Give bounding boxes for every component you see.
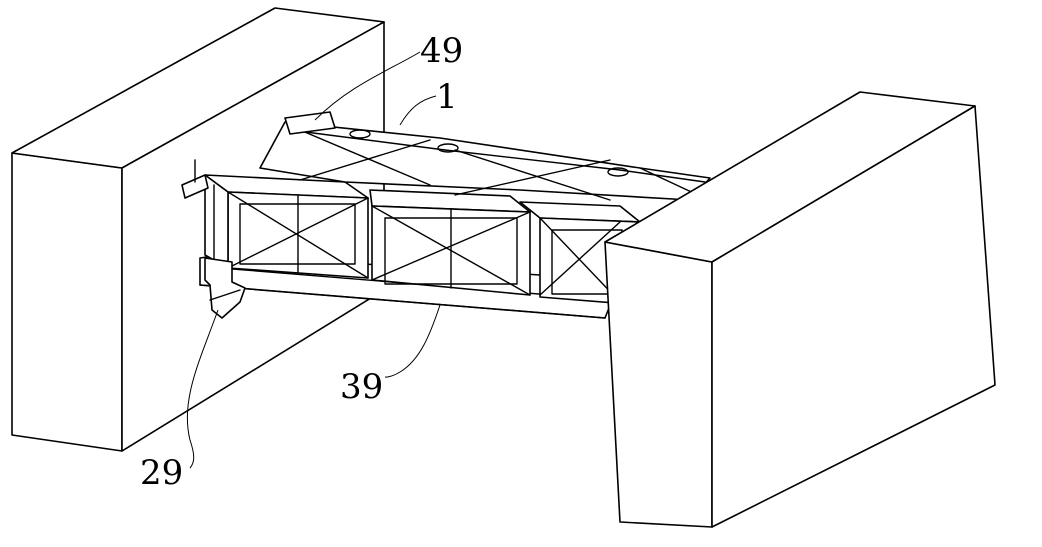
truss-rear-row — [259, 121, 711, 201]
hanger-bracket — [204, 257, 246, 319]
anchor-bracket — [181, 111, 336, 199]
right-abutment-side-face — [711, 105, 996, 528]
right-abutment-front-face — [604, 241, 713, 528]
leader-line-49 — [314, 51, 421, 121]
label-1: 1 — [436, 77, 458, 117]
hanger-bracket-body — [204, 257, 246, 319]
label-49: 49 — [420, 31, 463, 71]
label-29: 29 — [140, 453, 183, 493]
truss-1-side — [204, 174, 229, 269]
leader-line-39 — [384, 304, 441, 378]
label-39: 39 — [340, 367, 383, 407]
anchor-bracket-body — [284, 111, 336, 135]
truss-module-1 — [204, 174, 369, 279]
truss-module-2 — [369, 189, 531, 296]
right-abutment — [604, 91, 996, 528]
left-abutment-front-face — [11, 152, 123, 452]
leader-line-1 — [399, 95, 437, 126]
side-bracket — [181, 174, 209, 199]
leader-line-29 — [186, 309, 219, 469]
